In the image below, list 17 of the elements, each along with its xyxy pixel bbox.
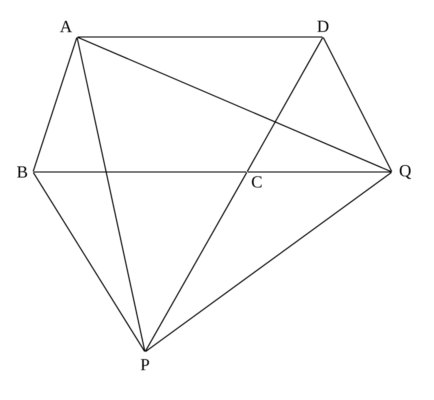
point-label: A xyxy=(60,20,72,32)
point-label: D xyxy=(317,20,328,32)
line-segment xyxy=(322,37,392,172)
line-segment xyxy=(34,171,246,173)
line-segment xyxy=(144,172,248,352)
line-segment xyxy=(77,36,392,172)
line-segment xyxy=(248,171,392,173)
line-segment xyxy=(76,37,146,352)
line-segment xyxy=(32,172,146,352)
line-segment xyxy=(246,37,324,172)
line-segment xyxy=(78,36,322,38)
line-segment xyxy=(32,37,78,172)
point-label: Q xyxy=(400,165,412,179)
point-label: B xyxy=(17,166,28,178)
line-segment xyxy=(145,172,392,352)
point-label: P xyxy=(140,359,150,370)
point-label: C xyxy=(252,176,262,188)
